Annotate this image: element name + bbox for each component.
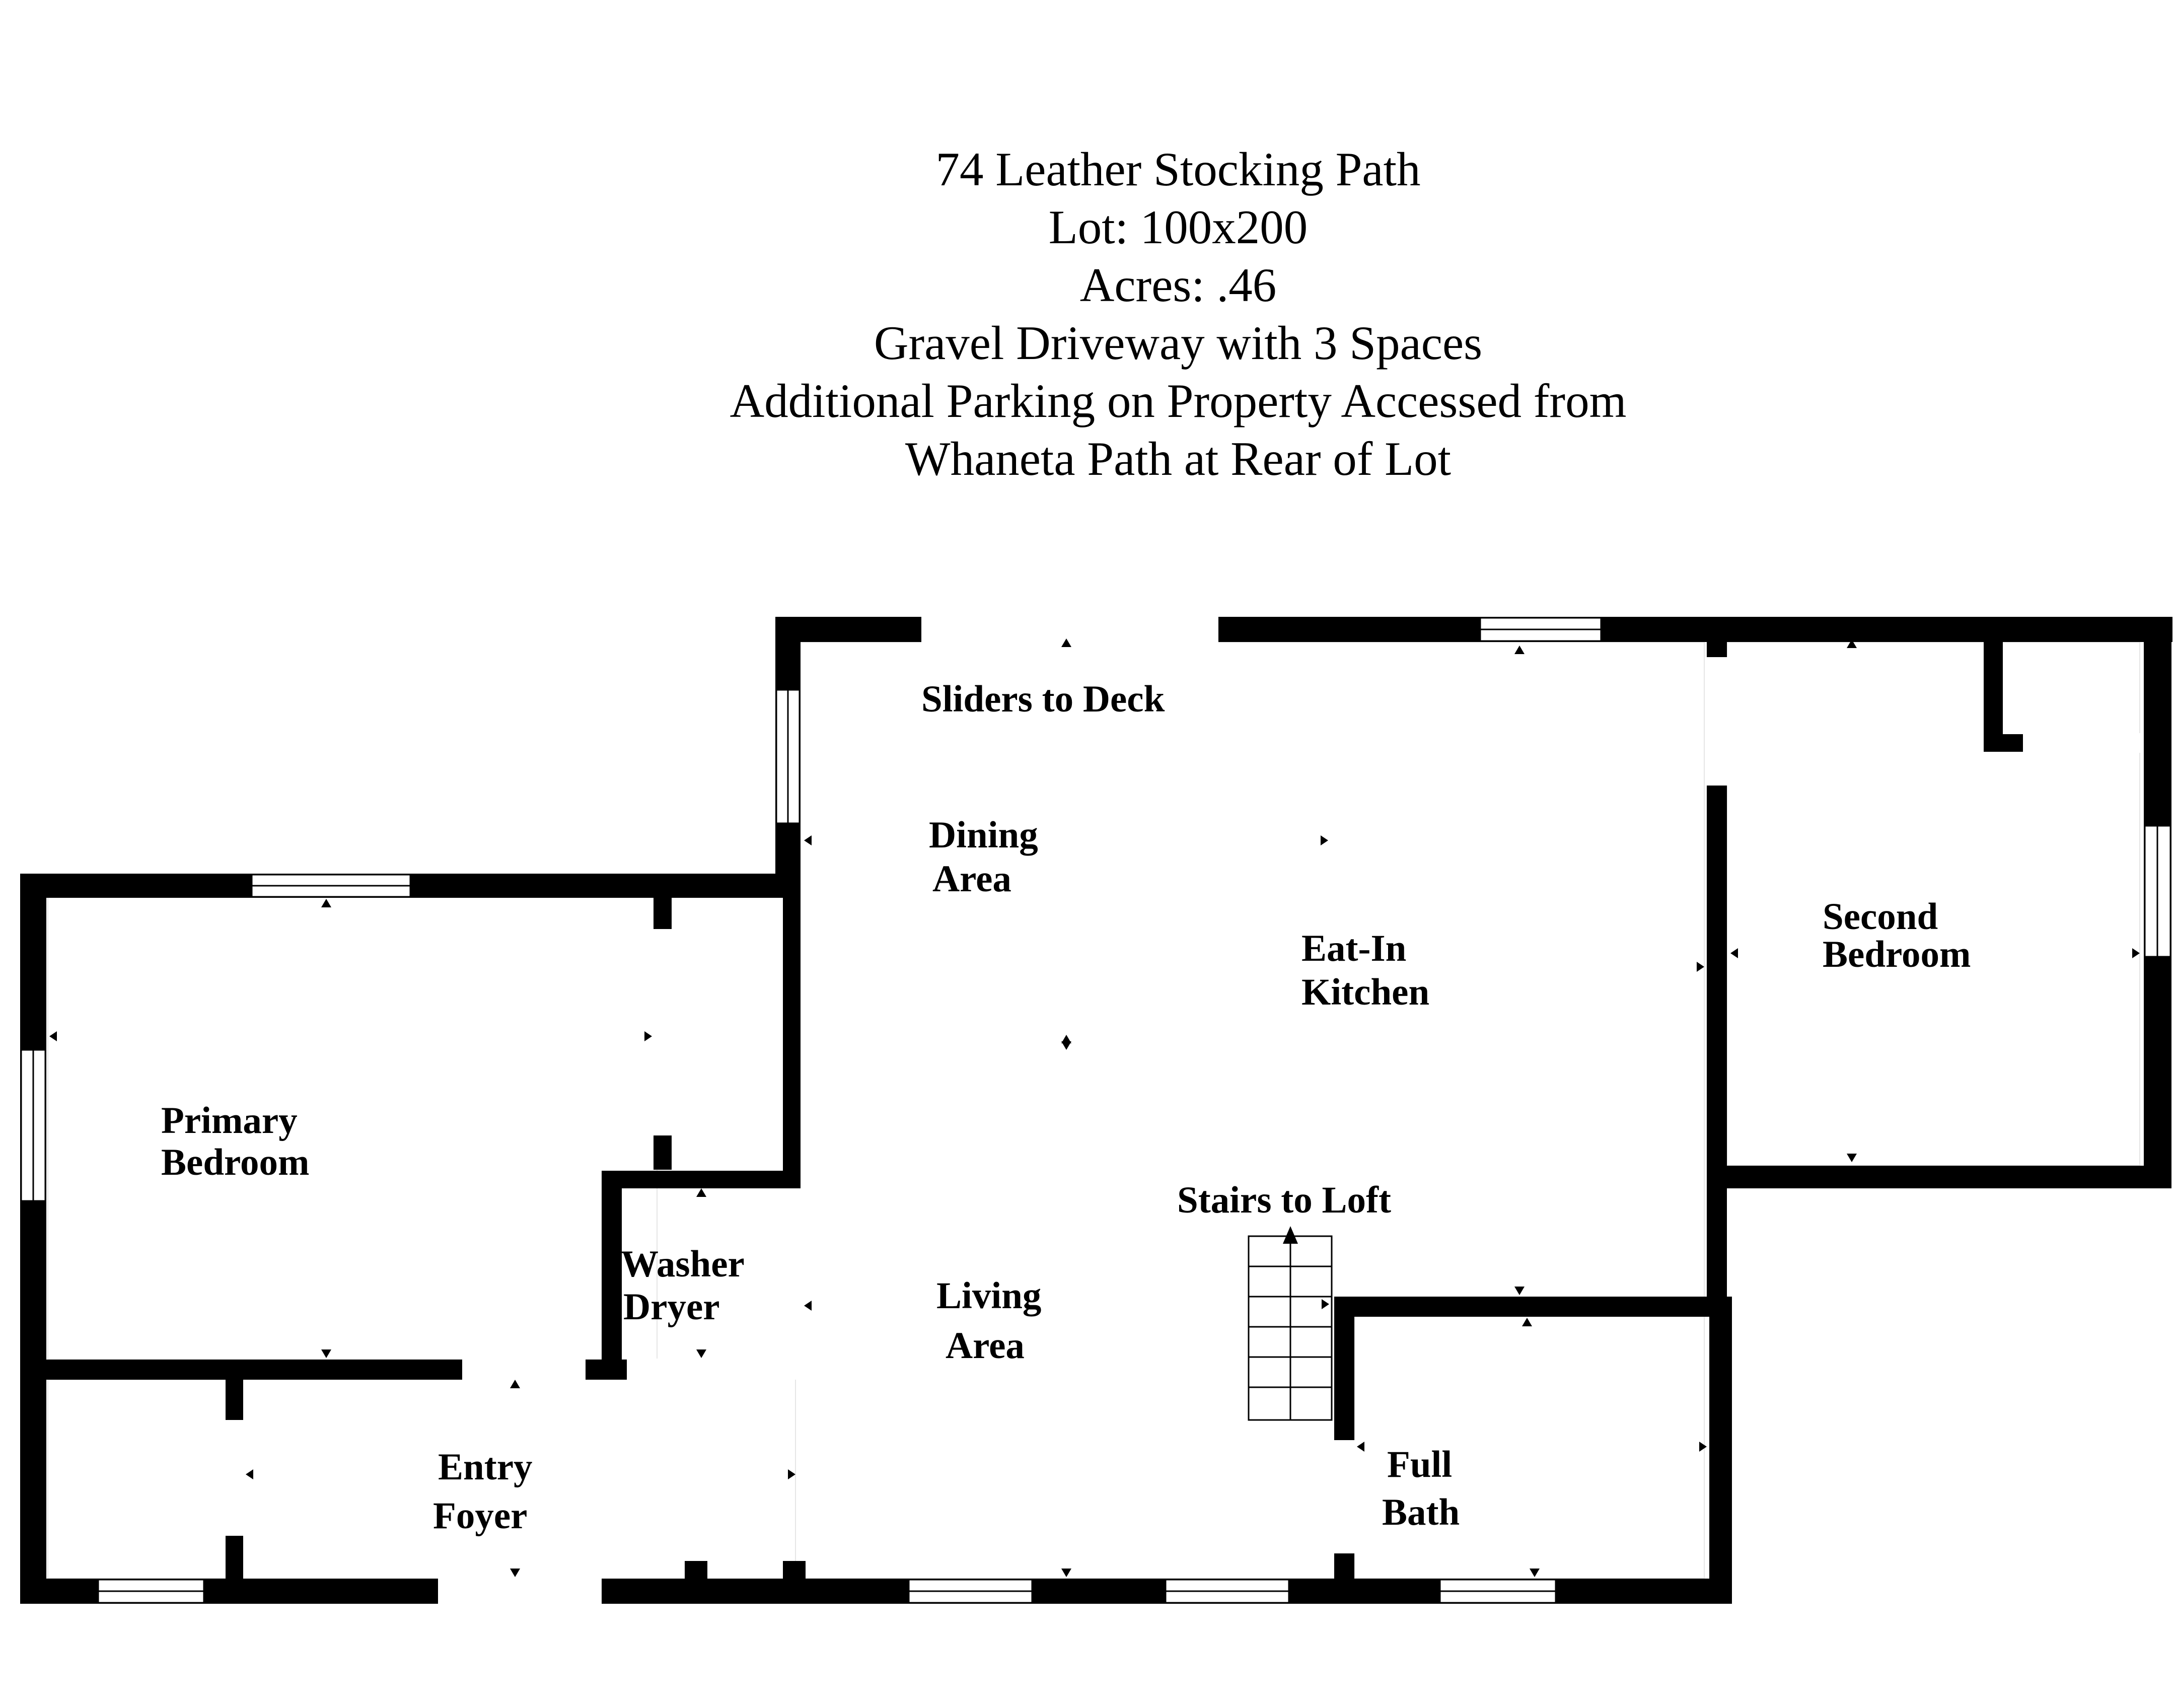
label-entry-1: Entry — [438, 1446, 533, 1488]
label-bath-1: Full — [1387, 1444, 1452, 1485]
title-parking-line-2: Whaneta Path at Rear of Lot — [905, 432, 1451, 485]
label-sliders: Sliders to Deck — [921, 678, 1165, 720]
title-parking-line-1: Additional Parking on Property Accessed … — [730, 374, 1627, 428]
title-block: 74 Leather Stocking Path Lot: 100x200 Ac… — [730, 143, 1627, 485]
openings — [225, 616, 2144, 1605]
label-living-2: Area — [946, 1325, 1025, 1367]
label-living-1: Living — [936, 1275, 1041, 1317]
room-labels: Sliders to Deck Dining Area Eat-In Kitch… — [161, 678, 1971, 1537]
label-primary-bedroom-2: Bedroom — [161, 1142, 309, 1183]
title-address: 74 Leather Stocking Path — [936, 143, 1421, 196]
label-dining-2: Area — [932, 858, 1011, 900]
label-dryer: Dryer — [623, 1286, 720, 1328]
label-primary-bedroom-1: Primary — [161, 1100, 298, 1142]
label-kitchen-1: Eat-In — [1301, 928, 1406, 969]
label-stairs: Stairs to Loft — [1177, 1179, 1391, 1221]
label-bath-2: Bath — [1382, 1491, 1460, 1533]
dimension-markers — [49, 638, 2140, 1577]
label-kitchen-2: Kitchen — [1301, 971, 1429, 1013]
walls — [20, 617, 2172, 1604]
label-dining-1: Dining — [929, 814, 1038, 856]
windows — [20, 617, 2171, 1604]
stairs-icon — [1248, 1226, 1333, 1421]
label-washer: Washer — [621, 1243, 745, 1285]
title-driveway: Gravel Driveway with 3 Spaces — [874, 316, 1482, 370]
label-second-bedroom-1: Second — [1823, 896, 1938, 938]
label-entry-2: Foyer — [433, 1495, 527, 1537]
title-lot: Lot: 100x200 — [1049, 200, 1308, 254]
room-outlines — [47, 642, 2140, 1579]
title-acres: Acres: .46 — [1080, 258, 1276, 312]
label-second-bedroom-2: Bedroom — [1823, 934, 1971, 975]
